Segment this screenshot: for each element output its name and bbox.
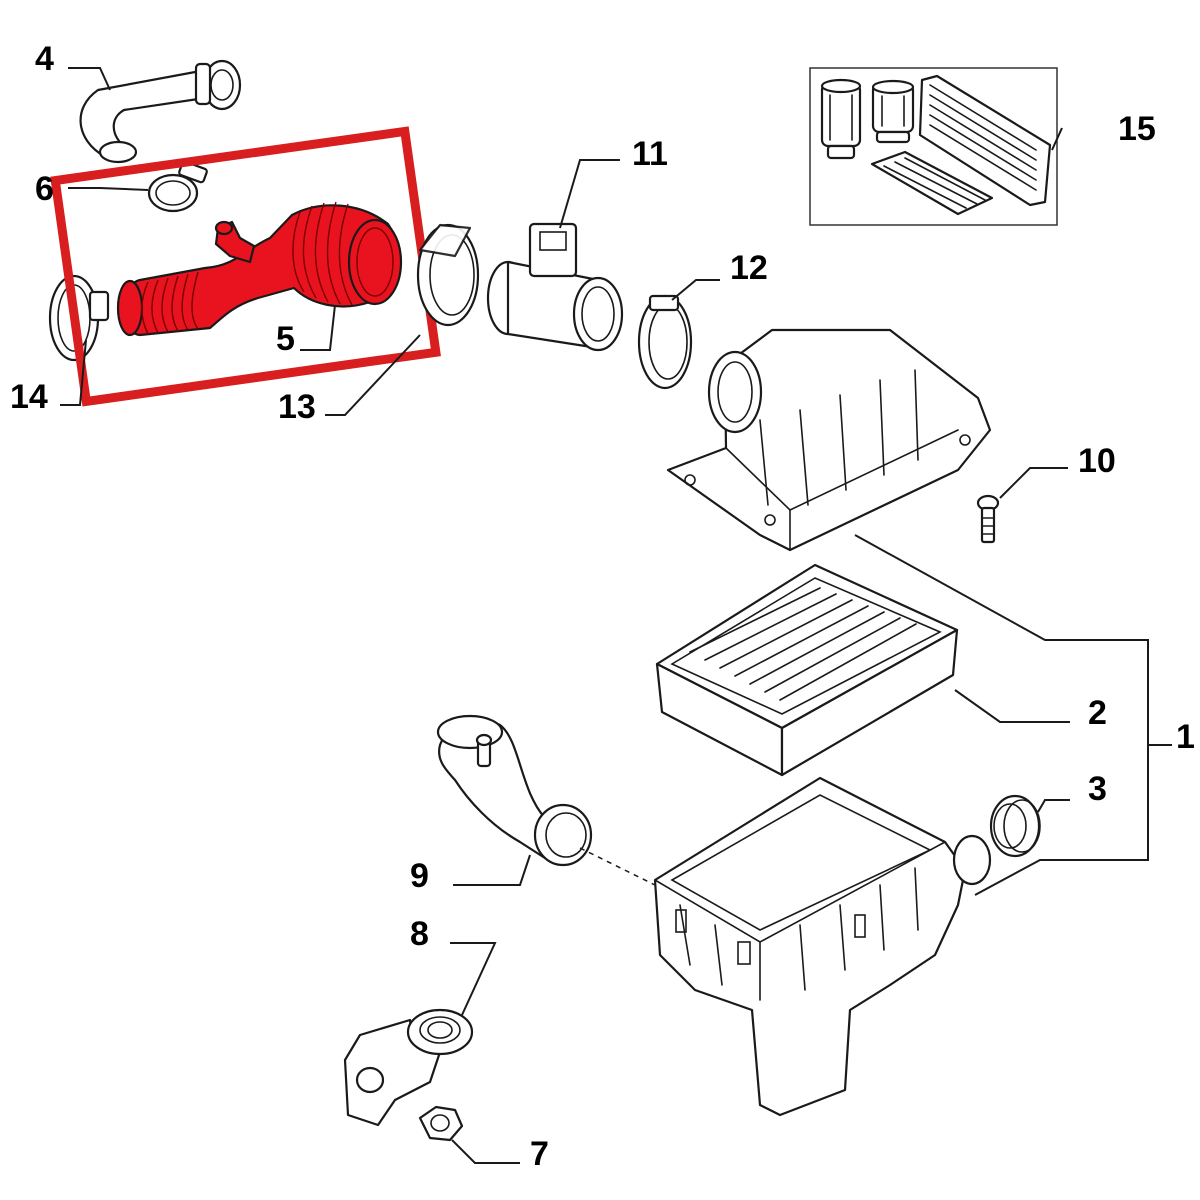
callout-10: 10 <box>1078 442 1116 480</box>
callout-6: 6 <box>35 170 54 208</box>
mounting-bracket[interactable] <box>343 1008 474 1127</box>
highlighted-intake-duct[interactable] <box>116 201 403 337</box>
callout-3: 3 <box>1088 770 1107 808</box>
cabin-filter-icon <box>870 150 994 216</box>
upper-intake-pipe[interactable] <box>79 59 242 164</box>
airbox-base[interactable] <box>653 776 992 1117</box>
oil-filter-large-icon <box>820 78 862 160</box>
oil-filter-small-icon <box>871 79 915 144</box>
callout-9: 9 <box>410 857 429 895</box>
callout-8: 8 <box>410 915 429 953</box>
lower-intake-pipe[interactable] <box>436 714 593 867</box>
callout-1: 1 <box>1176 718 1195 756</box>
callout-5: 5 <box>276 320 295 358</box>
air-filter-element-icon <box>918 74 1052 207</box>
callout-2: 2 <box>1088 694 1107 732</box>
alignment-dashed-line <box>579 847 656 886</box>
callout-13: 13 <box>278 388 316 426</box>
air-mass-meter[interactable] <box>486 222 624 352</box>
callout-15: 15 <box>1118 110 1156 148</box>
filter-kit-inset[interactable] <box>809 67 1058 226</box>
hose-clamp-12[interactable] <box>637 294 693 390</box>
callout-labels: 4 6 14 5 13 11 12 15 10 2 1 3 9 8 7 <box>10 40 1195 1173</box>
grommet-3[interactable] <box>989 794 1041 858</box>
callout-14: 14 <box>10 378 48 416</box>
air-filter-element[interactable] <box>655 563 959 777</box>
nut-7[interactable] <box>418 1105 464 1142</box>
hose-clamp-6[interactable] <box>147 160 208 213</box>
callout-12: 12 <box>730 249 768 287</box>
callout-4: 4 <box>35 40 54 78</box>
highlight-frame <box>50 126 441 407</box>
leader-lines <box>60 67 1172 1164</box>
screw-10[interactable] <box>976 494 1000 544</box>
callout-7: 7 <box>530 1135 549 1173</box>
airbox-cover[interactable] <box>666 328 992 552</box>
coupling-ring-13[interactable] <box>416 223 480 327</box>
filter-pleats <box>689 587 917 701</box>
callout-11: 11 <box>632 135 668 173</box>
